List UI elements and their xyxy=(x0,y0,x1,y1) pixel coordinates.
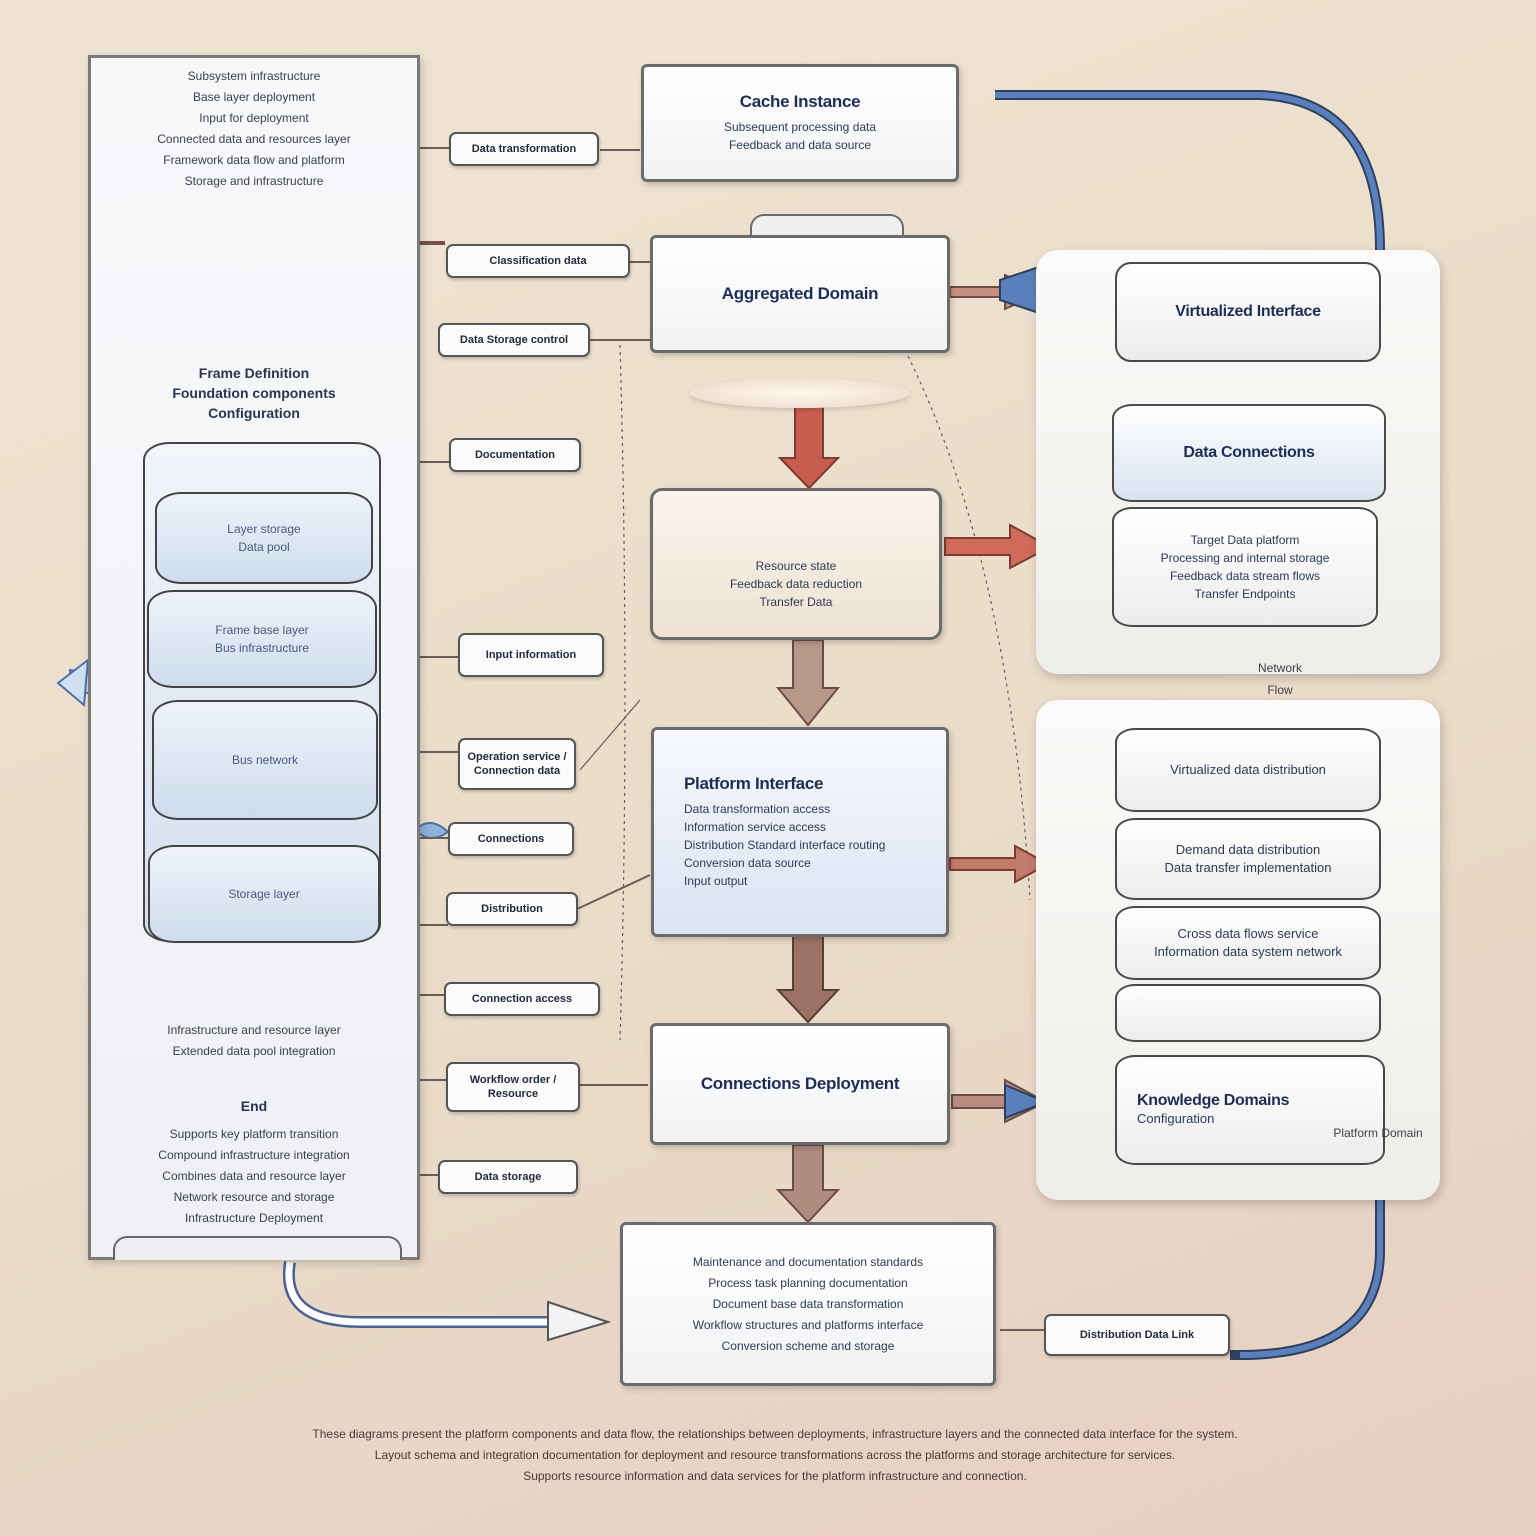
connector-bottom-right xyxy=(1230,1190,1385,1360)
right-platform-domain-note: Platform Domain xyxy=(1333,1126,1423,1140)
box-resource-state: Resource state Feedback data reduction T… xyxy=(650,488,942,640)
box-maintenance-documentation: Maintenance and documentation standards … xyxy=(620,1222,996,1386)
left-panel-bottom-text: Infrastructure and resource layer Extend… xyxy=(167,1023,341,1058)
tag-data-storage-control: Data Storage control xyxy=(438,323,590,357)
tag-connections: Connections xyxy=(448,822,574,856)
left-panel-end-text: Supports key platform transition Compoun… xyxy=(158,1127,350,1225)
tag-data-transformation: Data transformation xyxy=(449,132,599,166)
connector-bottom-left xyxy=(282,1261,560,1328)
left-panel-end-title: End xyxy=(240,1098,268,1114)
tag-connection-access: Connection access xyxy=(444,982,600,1016)
card-data-connections: Data Connections xyxy=(1112,404,1386,502)
left-panel-base xyxy=(113,1236,402,1260)
card-virtualized-interface: Virtualized Interface xyxy=(1115,262,1381,362)
left-panel-top-text: Subsystem infrastructure Base layer depl… xyxy=(157,69,351,188)
box-disc xyxy=(690,378,910,408)
connector-top-right xyxy=(995,90,1385,251)
left-panel-mid-title: Frame Definition Foundation components C… xyxy=(172,365,336,421)
tag-operation-service: Operation service / Connection data xyxy=(458,738,576,790)
card-virtualized-distribution: Virtualized data distribution xyxy=(1115,728,1381,812)
footer-caption: These diagrams present the platform comp… xyxy=(312,1427,1238,1483)
tag-workflow-resource: Workflow order / Resource xyxy=(446,1062,580,1112)
box-cache-instance: Cache Instance Subsequent processing dat… xyxy=(641,64,959,182)
tag-distribution-data-link: Distribution Data Link xyxy=(1044,1314,1230,1356)
box-connections-deployment: Connections Deployment xyxy=(650,1023,950,1145)
card-blank xyxy=(1115,984,1381,1042)
tag-documentation: Documentation xyxy=(449,438,581,472)
cylinder-layer-3: Bus network xyxy=(152,700,378,820)
cylinder-layer-4: Storage layer xyxy=(148,845,380,943)
tag-distribution: Distribution xyxy=(446,892,578,926)
card-target-data: Target Data platform Processing and inte… xyxy=(1112,507,1378,627)
box-aggregated-domain: Aggregated Domain xyxy=(650,235,950,353)
tag-input-information: Input information xyxy=(458,633,604,677)
box-platform-interface: Platform Interface Data transformation a… xyxy=(651,727,949,937)
tag-data-storage: Data storage xyxy=(438,1160,578,1194)
tag-classification-data: Classification data xyxy=(446,244,630,278)
card-knowledge-domains: Knowledge Domains Configuration xyxy=(1115,1055,1385,1165)
